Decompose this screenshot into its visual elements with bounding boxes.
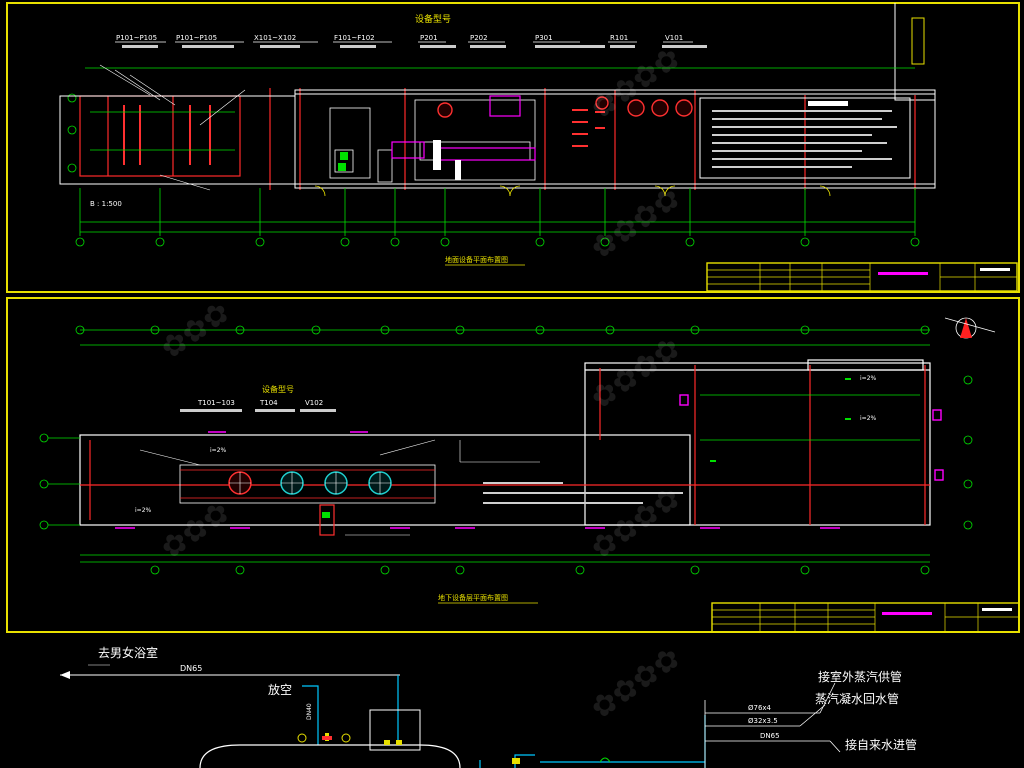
sheet-2-level-3: i=2% xyxy=(135,507,152,514)
pipe-size-2: Ø32x3.5 xyxy=(748,717,778,725)
sheet-2-level-1: i=2% xyxy=(860,375,877,382)
sheet-2-drawing-title: 地下设备层平面布置图 xyxy=(438,593,508,602)
sheet-2-code-2: T104 xyxy=(259,399,278,407)
watermark: ✿✿✿✿ ✿✿✿✿ ✿✿✿✿ ✿✿✿✿ ✿✿✿✿ ✿✿✿ ✿✿✿ xyxy=(155,40,687,726)
svg-text:✿✿✿✿: ✿✿✿✿ xyxy=(585,180,687,266)
sheet-2-code-1: T101~103 xyxy=(197,399,235,407)
sheet-1-pumps-left xyxy=(123,105,211,165)
water-tank xyxy=(199,744,461,768)
sheet-1-scale-note: B : 1:500 xyxy=(90,200,122,208)
sheet-1-code-2: P101~P105 xyxy=(176,34,217,42)
sheet-1-code-4: F101~F102 xyxy=(334,34,375,42)
sheet-2-tank-row xyxy=(139,439,540,536)
vent-label: 放空 xyxy=(268,682,292,697)
sheet-2-code-3: V102 xyxy=(305,399,323,407)
steam-supply-label: 接室外蒸汽供管 xyxy=(818,669,902,684)
sheet-1-code-1: P101~P105 xyxy=(116,34,157,42)
sheet-2-walls xyxy=(80,365,930,525)
sheet-2-equipment-heading: 设备型号 xyxy=(262,384,294,394)
sheet-1-pumps-right xyxy=(437,96,693,118)
sheet-1-equipment-heading: 设备型号 xyxy=(415,13,451,25)
svg-text:DN40: DN40 xyxy=(306,703,313,720)
sheet-1-notes xyxy=(699,97,911,179)
sheet-2-axis-bottom xyxy=(80,554,930,575)
svg-text:✿✿✿✿: ✿✿✿✿ xyxy=(585,640,687,726)
sheet-2-title-block xyxy=(711,602,1020,633)
sheet-1-code-8: R101 xyxy=(610,34,628,42)
sheet-1-title-block xyxy=(706,262,1018,292)
sheet-1-equipment-middle xyxy=(329,99,536,183)
sheet-1-tanks-magenta xyxy=(391,95,536,161)
sheet-2-level-2: i=2% xyxy=(860,415,877,422)
sheet-1-code-6: P202 xyxy=(470,34,488,42)
sheet-1-axis-grid xyxy=(75,188,920,247)
tap-water-label: 接自来水进管 xyxy=(845,737,917,752)
sheet-1-code-9: V101 xyxy=(665,34,683,42)
sheet-2-frame xyxy=(6,297,1020,633)
pipe-size-1: Ø76x4 xyxy=(748,704,772,712)
svg-text:✿✿✿: ✿✿✿ xyxy=(155,495,237,567)
sheet-1-code-5: P201 xyxy=(420,34,438,42)
sheet-1: 设备型号 P101~P105 P101~P105 X101~X102 F101~… xyxy=(6,2,1020,293)
svg-text:✿✿✿: ✿✿✿ xyxy=(155,295,237,367)
sheet-2-openings xyxy=(115,394,944,529)
sheet-3-pipe-schematic: 去男女浴室 DN65 放空 DN40 Ø76x4 Ø32x xyxy=(60,645,917,768)
to-bathroom-label: 去男女浴室 xyxy=(98,645,158,660)
sheet-1-stair xyxy=(911,17,925,65)
sheet-1-walls xyxy=(79,88,916,190)
sheet-2-level-4: i=2% xyxy=(210,447,227,454)
sheet-1-code-3: X101~X102 xyxy=(254,34,296,42)
condensate-return-label: 蒸汽凝水回水管 xyxy=(815,691,899,706)
pipe-dn65-right: DN65 xyxy=(760,732,780,740)
sheet-2-notes xyxy=(483,482,683,504)
pipe-dn65-top: DN65 xyxy=(180,664,202,673)
sheet-2: 设备型号 T101~103 T104 V102 xyxy=(6,297,1020,633)
sheet-1-frame xyxy=(6,2,1020,293)
sheet-1-drawing-title: 地面设备平面布置图 xyxy=(445,255,508,264)
sheet-2-axis-top xyxy=(75,325,930,346)
sheet-1-building-outline xyxy=(59,89,936,189)
sheet-1-code-7: P301 xyxy=(535,34,553,42)
north-arrow-icon xyxy=(944,317,996,339)
sheet-2-building-outline xyxy=(79,359,931,526)
